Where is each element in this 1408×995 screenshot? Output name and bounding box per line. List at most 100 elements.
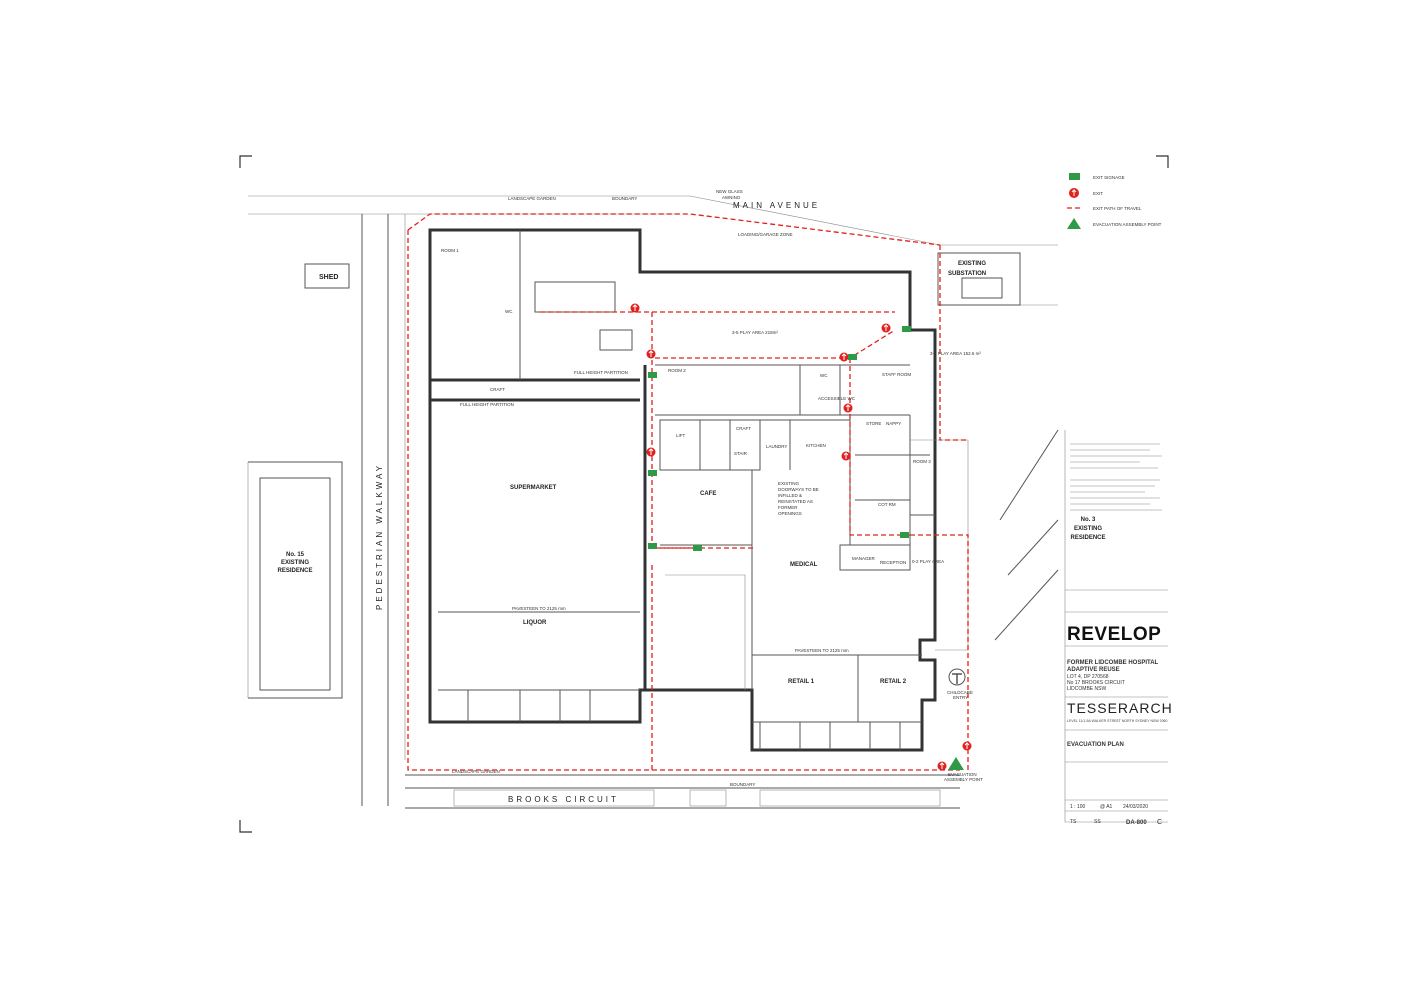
exit-sign-icon [693,545,702,551]
drawing-number: DA-800 [1126,820,1147,826]
room1-label: ROOM 1 [441,248,459,253]
store-label: STORE [866,421,881,426]
accessible-wc-label: ACCESSIBLE WC [818,396,856,401]
pedestrian-walkway-label: PEDESTRIAN WALKWAY [375,463,384,610]
landscape-garden-top: LANDSCAPE GARDEN [508,196,556,201]
wc2-label: WC [820,373,828,378]
exit-sign-icon [848,354,857,360]
legend-assembly-point: EVACUATION ASSEMBLY POINT [1093,222,1162,227]
exit-arrow-icon [646,447,656,457]
title-block: REVELOP FORMER LIDCOMBE HOSPITAL ADAPTIV… [1064,430,1173,826]
exit-arrow-icon [630,303,640,313]
laundry-label: LAUNDRY [766,444,787,449]
date: 24/03/2020 [1123,804,1148,810]
substation-outline [937,252,1021,306]
loading-zone-label: LOADING/GARAGE ZONE [738,232,793,237]
exit-path [407,213,969,771]
exit-sign-icon [648,372,657,378]
exit-sign-icon [648,543,657,549]
exit-sign-icon [648,470,657,476]
cot-rm-label: COT RM [878,502,896,507]
building-walls [428,228,969,752]
exit-arrow-icon [843,403,853,413]
room3-label: ROOM 3 [913,459,931,464]
pavement-label-2: PAVESTEEN TO 2125 mm [795,648,849,653]
retail1-label: RETAIL 1 [788,679,815,685]
sheet-size: @ A1 [1100,804,1113,810]
legend: EXIT SIGNAGE EXIT EXIT PATH OF TRAVEL EV… [1067,173,1162,229]
landscape-garden-bottom: LANDSCAPE GARDEN [452,769,500,774]
crop-marks [239,155,1169,833]
revision: C [1157,819,1162,826]
architect-address: LEVEL 11/1-5A WALKER STREET NORTH SYDNEY… [1067,719,1167,723]
play-area-3-label: 0-2 PLAY AREA [912,559,944,564]
medical-label: MEDICAL [790,562,818,568]
client-logo: REVELOP [1067,624,1161,645]
play-area-1-label: 3-5 PLAY AREA 218m² [732,330,778,335]
project-line-5: LIDCOMBE NSW [1067,686,1106,692]
project-line-1: FORMER LIDCOMBE HOSPITAL [1067,660,1159,666]
cafe-label: CAFE [700,491,716,497]
exit-arrow-icon [881,323,891,333]
full-height-partition-label: FULL HEIGHT PARTITION [574,370,628,375]
childcare-entry-marker [948,668,966,686]
room2-label: ROOM 2 [668,368,686,373]
exit-arrow-icon [962,741,972,751]
drawn-by: TS [1070,819,1077,825]
exit-signs [648,326,911,551]
boundary-top: BOUNDARY [612,196,637,201]
project-line-2: ADAPTIVE REUSE [1067,667,1120,673]
pavement-label: PAVESTEEN TO 2125 mm [512,606,566,611]
exit-arrow-icon [841,451,851,461]
staff-room-label: STAFF ROOM [882,372,911,377]
exit-sign-icon [1069,173,1080,180]
kitchen-label: KITCHEN [806,443,826,448]
full-height-partition-label-2: FULL HEIGHT PARTITION [460,402,514,407]
exit-arrows [630,303,972,771]
play-area-2-label: 3-5 PLAY AREA 152.6 m² [930,351,981,356]
checked-by: SS [1094,819,1101,825]
exit-sign-icon [902,326,911,332]
drawing-title: EVACUATION PLAN [1067,742,1124,748]
wc-label: WC [505,309,513,314]
legend-exit-signage: EXIT SIGNAGE [1093,175,1125,180]
craft-label: CRAFT [736,426,751,431]
project-line-4: No 17 BROOKS CIRCUIT [1067,680,1125,686]
scale: 1 : 100 [1070,804,1086,810]
exit-arrow-icon [839,352,849,362]
main-avenue-label: MAIN AVENUE [733,201,820,210]
nappy-label: NAPPY [886,421,901,426]
stair-label: STAIR [734,451,748,456]
reception-label: RECEPTION [880,560,906,565]
project-line-3: LOT 4, DP 270568 [1067,674,1109,680]
lift-label: LIFT [676,433,686,438]
supermarket-label: SUPERMARKET [510,485,557,491]
legend-exit-path: EXIT PATH OF TRAVEL [1093,206,1142,211]
exit-arrow-icon [646,349,656,359]
exit-arrow-icon [1069,188,1079,198]
retail2-label: RETAIL 2 [880,679,907,685]
craft-left-label: CRAFT [490,387,505,392]
boundary-bottom: BOUNDARY [730,782,755,787]
exit-arrow-icon [937,761,947,771]
shed-outline [304,263,350,289]
liquor-label: LIQUOR [523,620,547,626]
assembly-point-icon [948,757,964,770]
assembly-point-icon [1067,218,1081,229]
shed-label: SHED [319,274,338,281]
manager-label: MANAGER [852,556,876,561]
legend-exit: EXIT [1093,191,1103,196]
brooks-circuit-label: BROOKS CIRCUIT [508,795,619,804]
exit-sign-icon [900,532,909,538]
architect-logo: TESSERARCH [1067,700,1173,716]
room-labels: ROOM 1 ROOM 2 ROOM 3 3-5 PLAY AREA 218m²… [441,248,981,685]
